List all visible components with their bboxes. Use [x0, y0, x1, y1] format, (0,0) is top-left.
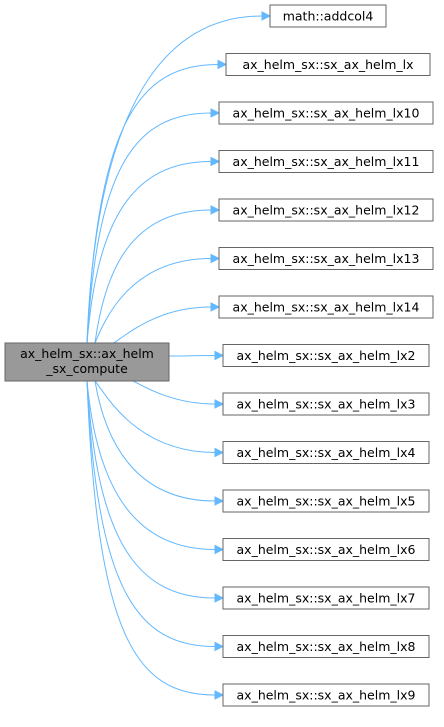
- callee-node-box: [222, 635, 430, 658]
- call-edge-arrowhead: [214, 496, 225, 506]
- call-edge-arrowhead: [214, 544, 225, 555]
- callee-node-label: ax_helm_sx::sx_ax_helm_lx6: [237, 542, 416, 557]
- callee-node[interactable]: ax_helm_sx::sx_ax_helm_lx4: [222, 441, 430, 464]
- callee-node[interactable]: ax_helm_sx::sx_ax_helm_lx6: [222, 538, 430, 561]
- callee-node-label: ax_helm_sx::sx_ax_helm_lx8: [237, 639, 416, 654]
- call-edge: [86, 64, 219, 344]
- callee-node[interactable]: ax_helm_sx::sx_ax_helm_lx12: [218, 198, 434, 222]
- call-edge: [86, 380, 216, 599]
- call-edge-arrowhead: [210, 302, 221, 312]
- call-edge: [86, 380, 216, 696]
- callee-node-box: [222, 683, 430, 707]
- callee-node[interactable]: ax_helm_sx::sx_ax_helm_lx8: [222, 635, 430, 658]
- call-edge-arrowhead: [214, 447, 225, 458]
- callee-node-label: ax_helm_sx::sx_ax_helm_lx5: [237, 494, 416, 509]
- callee-node-label: ax_helm_sx::sx_ax_helm_lx11: [233, 154, 420, 169]
- callee-node-box: [222, 344, 430, 367]
- callee-node-box: [218, 295, 434, 319]
- callee-node-label: ax_helm_sx::sx_ax_helm_lx4: [237, 445, 416, 460]
- callee-node-label: ax_helm_sx::sx_ax_helm_lx3: [237, 397, 416, 412]
- callee-node-label: ax_helm_sx::sx_ax_helm_lx14: [233, 300, 420, 315]
- callee-node-box: [218, 150, 434, 173]
- callee-node-label: ax_helm_sx::sx_ax_helm_lx12: [233, 203, 420, 218]
- call-edge: [94, 380, 216, 502]
- callee-node-box: [269, 4, 387, 28]
- call-edge: [168, 355, 216, 357]
- call-edge: [86, 112, 212, 344]
- callee-node-box: [218, 198, 434, 222]
- callee-node-box: [222, 538, 430, 561]
- call-edge-arrowhead: [210, 108, 221, 118]
- callee-node-label: ax_helm_sx::sx_ax_helm_lx: [242, 57, 413, 72]
- callee-node-label: math::addcol4: [283, 9, 374, 24]
- call-edge: [94, 380, 216, 453]
- callee-node-box: [222, 586, 430, 610]
- call-edge-arrowhead: [214, 690, 225, 700]
- callee-node-box: [218, 101, 434, 125]
- callee-node[interactable]: ax_helm_sx::sx_ax_helm_lx5: [222, 489, 430, 513]
- source-node-box: [4, 342, 170, 382]
- call-edge-arrowhead: [210, 253, 221, 264]
- call-edge-arrowhead: [217, 59, 228, 70]
- source-node-label-line2: _sx_compute: [45, 361, 128, 376]
- source-node-label-line1: ax_helm_sx::ax_helm: [20, 346, 154, 361]
- callee-node[interactable]: ax_helm_sx::sx_ax_helm_lx: [225, 53, 431, 76]
- callee-nodes: math::addcol4ax_helm_sx::sx_ax_helm_lxax…: [218, 4, 434, 707]
- callee-node-box: [222, 489, 430, 513]
- callee-node-label: ax_helm_sx::sx_ax_helm_lx13: [233, 251, 420, 266]
- call-edge: [94, 306, 212, 350]
- call-edge: [94, 258, 212, 344]
- source-node[interactable]: ax_helm_sx::ax_helm _sx_compute: [4, 342, 170, 382]
- call-edge-arrowhead: [210, 156, 221, 167]
- callee-node-box: [222, 392, 430, 416]
- callee-node[interactable]: ax_helm_sx::sx_ax_helm_lx3: [222, 392, 430, 416]
- call-edge-arrowhead: [214, 593, 225, 603]
- callee-node[interactable]: ax_helm_sx::sx_ax_helm_lx13: [218, 247, 434, 270]
- callee-node[interactable]: ax_helm_sx::sx_ax_helm_lx9: [222, 683, 430, 707]
- callee-node[interactable]: ax_helm_sx::sx_ax_helm_lx11: [218, 150, 434, 173]
- callee-node[interactable]: ax_helm_sx::sx_ax_helm_lx7: [222, 586, 430, 610]
- call-edge: [86, 380, 216, 550]
- callee-node[interactable]: math::addcol4: [269, 4, 387, 28]
- call-edge-arrowhead: [214, 641, 225, 652]
- call-edge-arrowhead: [210, 205, 221, 215]
- callee-node-box: [225, 53, 431, 76]
- callee-node-label: ax_helm_sx::sx_ax_helm_lx7: [237, 591, 416, 606]
- callee-node-label: ax_helm_sx::sx_ax_helm_lx2: [237, 348, 416, 363]
- call-edge: [86, 161, 212, 344]
- call-edge: [94, 209, 212, 344]
- callee-node-box: [218, 247, 434, 270]
- call-edge: [86, 380, 216, 647]
- call-edge-arrowhead: [214, 350, 225, 361]
- callee-node-label: ax_helm_sx::sx_ax_helm_lx9: [237, 688, 416, 703]
- callee-node-label: ax_helm_sx::sx_ax_helm_lx10: [233, 106, 420, 121]
- callee-node[interactable]: ax_helm_sx::sx_ax_helm_lx14: [218, 295, 434, 319]
- callee-node-box: [222, 441, 430, 464]
- callee-node[interactable]: ax_helm_sx::sx_ax_helm_lx2: [222, 344, 430, 367]
- call-edge-arrowhead: [261, 11, 272, 21]
- callee-node[interactable]: ax_helm_sx::sx_ax_helm_lx10: [218, 101, 434, 125]
- call-edge-arrowhead: [214, 399, 225, 409]
